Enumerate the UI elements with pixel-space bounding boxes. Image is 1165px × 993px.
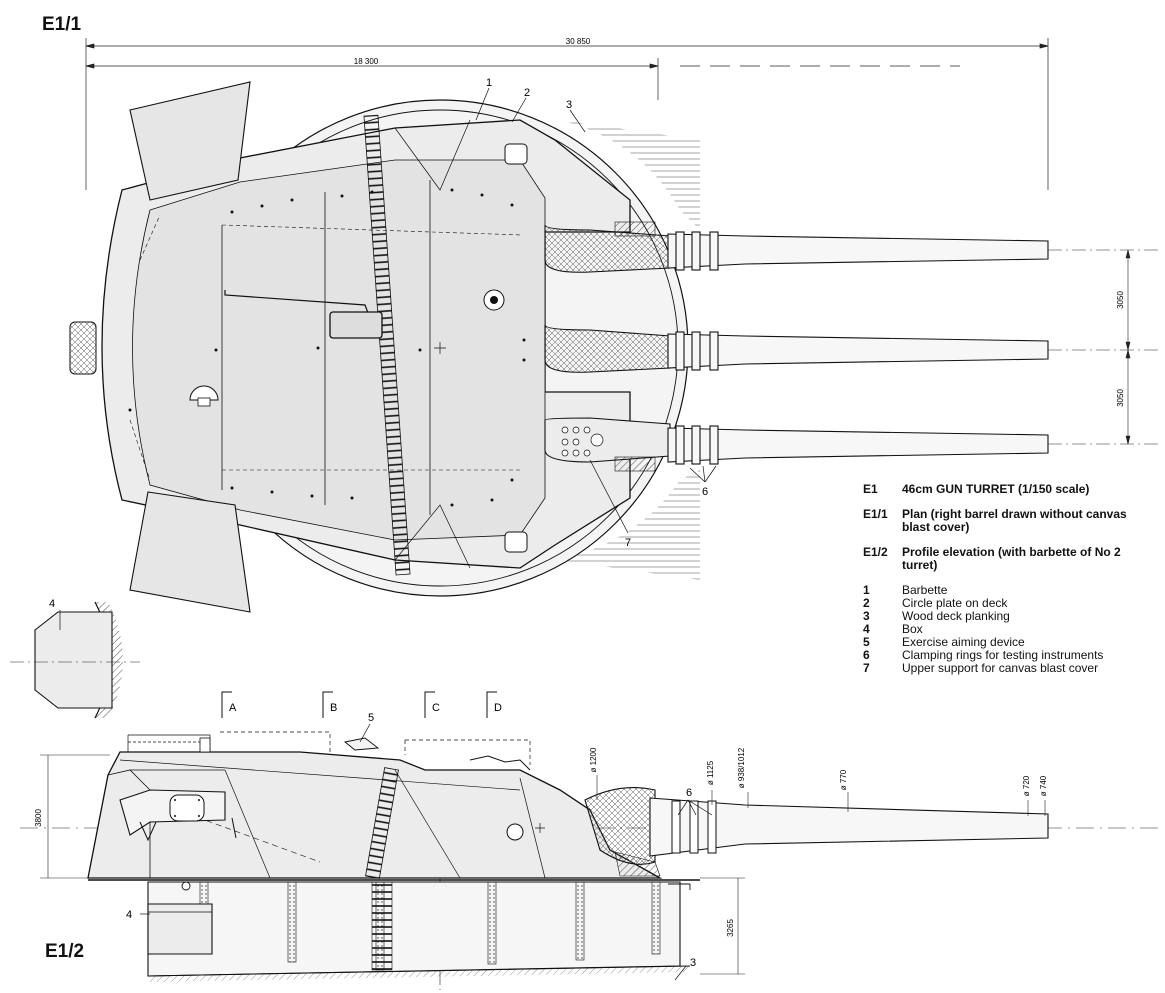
legend-key-row: 2 Circle plate on deck: [863, 597, 1153, 610]
callout-3: 3: [566, 99, 572, 111]
rangefinder-wing-top: [129, 81, 251, 201]
dim-barbette-depth: 3265: [726, 919, 735, 937]
dim-dia-1200: ø 1200: [589, 747, 598, 772]
dim-dia-938: ø 938/1012: [737, 747, 746, 788]
rangefinder-wing-bottom: [129, 491, 251, 613]
callout-3-profile: 3: [690, 957, 696, 969]
legend-key-code: 4: [863, 622, 870, 636]
callout-4-profile: 4: [126, 909, 132, 921]
gun-barrel-profile: [649, 797, 1049, 857]
legend-title-text: Profile elevation (with barbette of No 2…: [902, 545, 1121, 572]
plan-view: 3050 3050: [69, 81, 1160, 613]
legend-key-row: 4 Box: [863, 623, 1153, 636]
legend-key-code: 2: [863, 596, 870, 610]
barbette-profile: [147, 881, 681, 977]
callout-7: 7: [625, 537, 631, 549]
dim-plan-length: 18 300: [354, 57, 379, 66]
legend-key-text: Clamping rings for testing instruments: [902, 648, 1104, 662]
section-marks: [221, 691, 497, 718]
legend-code: E1/2: [863, 545, 888, 559]
legend-title-text: Plan (right barrel drawn without canvas …: [902, 507, 1127, 534]
callout-4-plan: 4: [49, 598, 55, 610]
callout-leaders: [59, 87, 717, 981]
legend-key-row: 3 Wood deck planking: [863, 610, 1153, 623]
legend-title-row: E1/1 Plan (right barrel drawn without ca…: [863, 508, 1153, 534]
dim-dia-770: ø 770: [839, 769, 848, 790]
callout-2: 2: [524, 87, 530, 99]
gun-barrels-plan: [667, 231, 1049, 465]
legend-key-text: Wood deck planking: [902, 609, 1010, 623]
legend-key-list: 1 Barbette 2 Circle plate on deck 3 Wood…: [863, 584, 1153, 675]
legend-key-code: 5: [863, 635, 870, 649]
dim-dia-1125: ø 1125: [706, 760, 715, 785]
detail-box-view: [10, 601, 140, 719]
legend-title-text: 46cm GUN TURRET (1/150 scale): [902, 482, 1090, 496]
section-mark-d: D: [494, 702, 502, 714]
figure-label-profile: E1/2: [45, 941, 85, 962]
dim-overall-length: 30 850: [566, 37, 591, 46]
dim-barrel-spacing-1: 3050: [1116, 291, 1125, 309]
legend-key-text: Exercise aiming device: [902, 635, 1025, 649]
legend-title-row: E1/2 Profile elevation (with barbette of…: [863, 546, 1153, 572]
dim-barrel-spacing-2: 3050: [1116, 389, 1125, 407]
legend-code: E1: [863, 482, 878, 496]
legend-key-text: Upper support for canvas blast cover: [902, 661, 1099, 675]
legend-code: E1/1: [863, 507, 888, 521]
legend: E1 46cm GUN TURRET (1/150 scale) E1/1 Pl…: [863, 483, 1153, 675]
section-mark-b: B: [330, 702, 337, 714]
legend-key-code: 1: [863, 583, 870, 597]
legend-key-row: 6 Clamping rings for testing instruments: [863, 649, 1153, 662]
gun-ports: [544, 221, 671, 472]
section-mark-c: C: [432, 702, 440, 714]
dim-dia-740: ø 740: [1039, 775, 1048, 796]
legend-key-code: 7: [863, 661, 870, 675]
callout-1: 1: [486, 77, 492, 89]
legend-title-row: E1 46cm GUN TURRET (1/150 scale): [863, 483, 1153, 496]
legend-key-row: 7 Upper support for canvas blast cover: [863, 662, 1153, 675]
legend-key-row: 5 Exercise aiming device: [863, 636, 1153, 649]
legend-key-row: 1 Barbette: [863, 584, 1153, 597]
callout-5: 5: [368, 712, 374, 724]
box-profile: [147, 903, 213, 955]
callout-6-plan: 6: [702, 486, 708, 498]
profile-view: 3800 3265: [20, 731, 1160, 990]
legend-key-code: 6: [863, 648, 870, 662]
legend-key-code: 3: [863, 609, 870, 623]
dimension-lines-plan: [85, 38, 1049, 190]
legend-key-text: Box: [902, 622, 923, 636]
callout-6-profile: 6: [686, 787, 692, 799]
section-mark-a: A: [229, 702, 237, 714]
figure-label-plan: E1/1: [42, 14, 82, 35]
dim-height: 3800: [34, 809, 43, 827]
dim-dia-720: ø 720: [1022, 775, 1031, 796]
legend-key-text: Barbette: [902, 583, 948, 597]
box-detail-shape: [34, 611, 113, 709]
legend-key-text: Circle plate on deck: [902, 596, 1008, 610]
